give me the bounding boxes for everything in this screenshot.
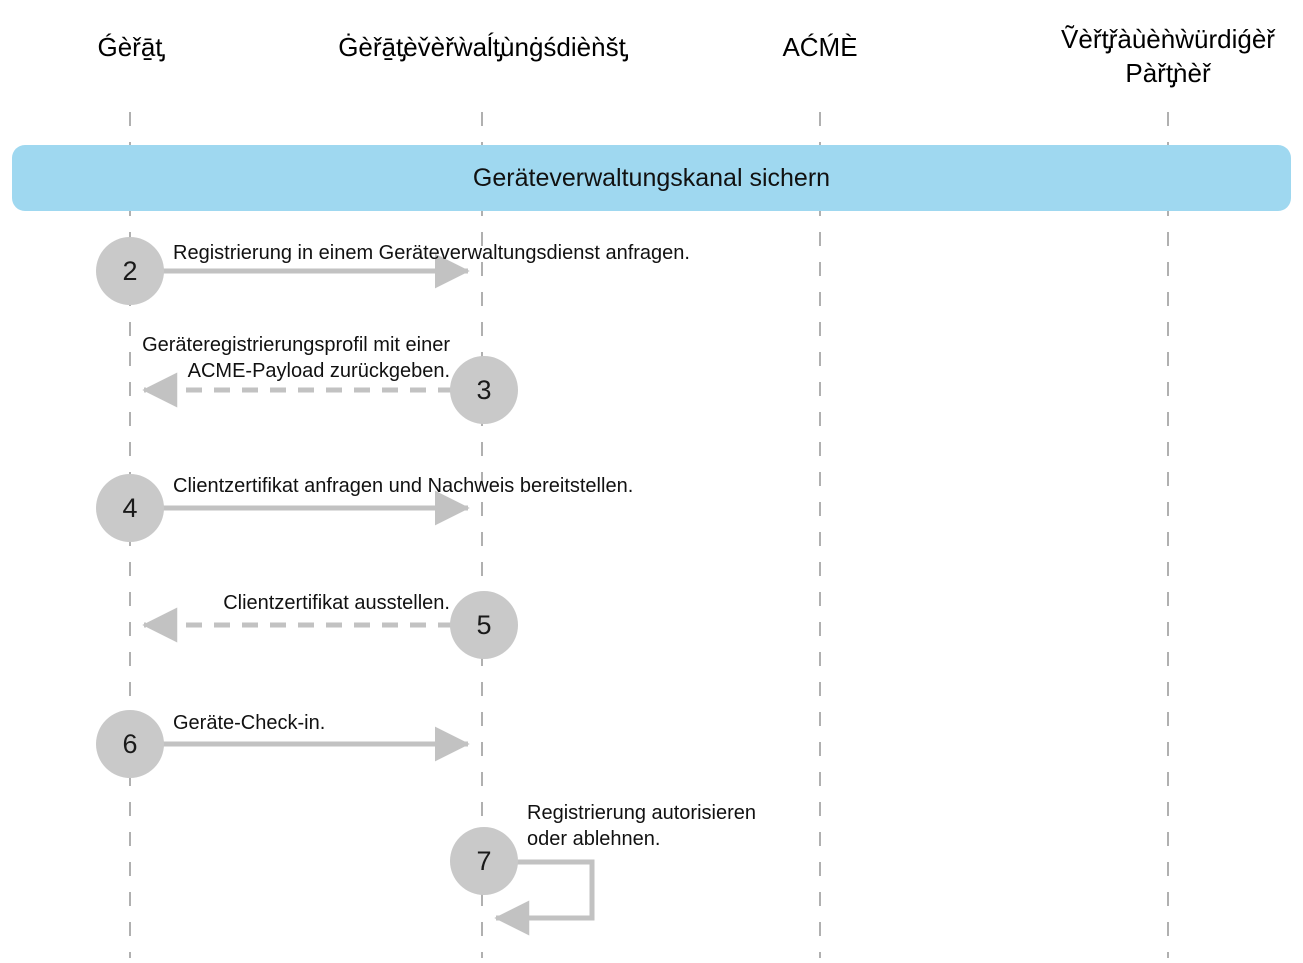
step-badge-2: 2	[96, 237, 164, 305]
phase-banner: Geräteverwaltungskanal sichern	[12, 145, 1291, 211]
step-badge-number: 5	[476, 609, 492, 640]
step-badge-number: 2	[122, 255, 138, 286]
message-label-5: Clientzertifikat ausstellen.	[223, 592, 450, 614]
step-badge-number: 3	[476, 374, 492, 405]
participant-header-line: Ǵèřā̠t̡	[97, 32, 163, 62]
step-badge-number: 4	[122, 492, 138, 523]
message-arrows-group	[130, 253, 595, 936]
participant-header-line: Ṽèřt̡řàùèǹẁürdiǵèř	[1061, 24, 1275, 54]
step-badge-7: 7	[450, 827, 518, 895]
step-badge-6: 6	[96, 710, 164, 778]
participant-header-line: Pàřt̡ǹèř	[1125, 58, 1211, 88]
participant-header-line: AĆḾÈ	[782, 32, 858, 62]
step-badge-3: 3	[450, 356, 518, 424]
message-label-3: Geräteregistrierungsprofil mit einer ACM…	[142, 334, 450, 382]
message-label-4: Clientzertifikat anfragen und Nachweis b…	[173, 475, 634, 497]
step-badge-5: 5	[450, 591, 518, 659]
step-badge-4: 4	[96, 474, 164, 542]
phase-banner-label: Geräteverwaltungskanal sichern	[472, 164, 831, 192]
message-label-6: Geräte-Check-in.	[173, 712, 326, 734]
participant-header-geraeteverwaltungsdienst: Ġèřā̠t̡èv̌èřẁaĺt̡ùnġśdièǹšt̡	[302, 30, 662, 64]
step-badge-number: 6	[122, 728, 138, 759]
message-label-2: Registrierung in einem Geräteverwaltungs…	[173, 242, 690, 264]
message-arrow-self-7	[482, 859, 595, 936]
message-label-7: Registrierung autorisieren oder ablehnen…	[527, 802, 757, 850]
participant-header-acme: AĆḾÈ	[640, 30, 1000, 64]
step-badge-number: 7	[476, 845, 492, 876]
participant-header-geraet: Ǵèřā̠t̡	[0, 30, 310, 64]
participant-header-line: Ġèřā̠t̡èv̌èřẁaĺt̡ùnġśdièǹšt̡	[338, 32, 626, 62]
